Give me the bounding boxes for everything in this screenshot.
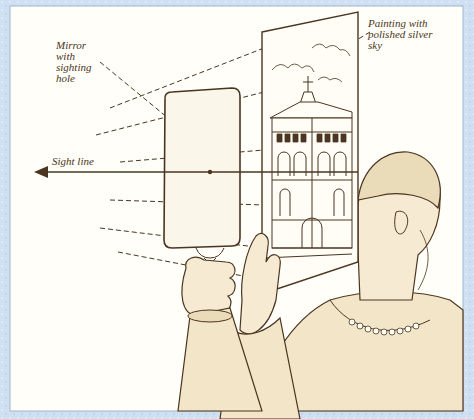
cap bbox=[358, 152, 440, 208]
baptistery-building bbox=[270, 76, 352, 248]
sleeve-cuff bbox=[188, 310, 232, 322]
building-arches bbox=[264, 152, 352, 258]
right-sleeve bbox=[178, 308, 262, 411]
hand-holding-mirror bbox=[182, 257, 235, 316]
painting-panel bbox=[262, 12, 358, 294]
clouds bbox=[272, 44, 350, 82]
hair bbox=[418, 230, 428, 290]
building-windows bbox=[277, 134, 346, 142]
sight-line bbox=[46, 171, 358, 173]
hand-holding-painting bbox=[240, 234, 280, 334]
arrow-head bbox=[34, 166, 48, 178]
part-label: Mirror with sighting hole bbox=[56, 40, 102, 84]
mirror bbox=[164, 88, 240, 248]
ear bbox=[395, 211, 408, 234]
line-label: Sight line bbox=[52, 156, 132, 167]
part-label: Painting with polished silver sky bbox=[368, 18, 434, 51]
collar bbox=[330, 300, 430, 330]
bead-necklace bbox=[349, 319, 419, 335]
